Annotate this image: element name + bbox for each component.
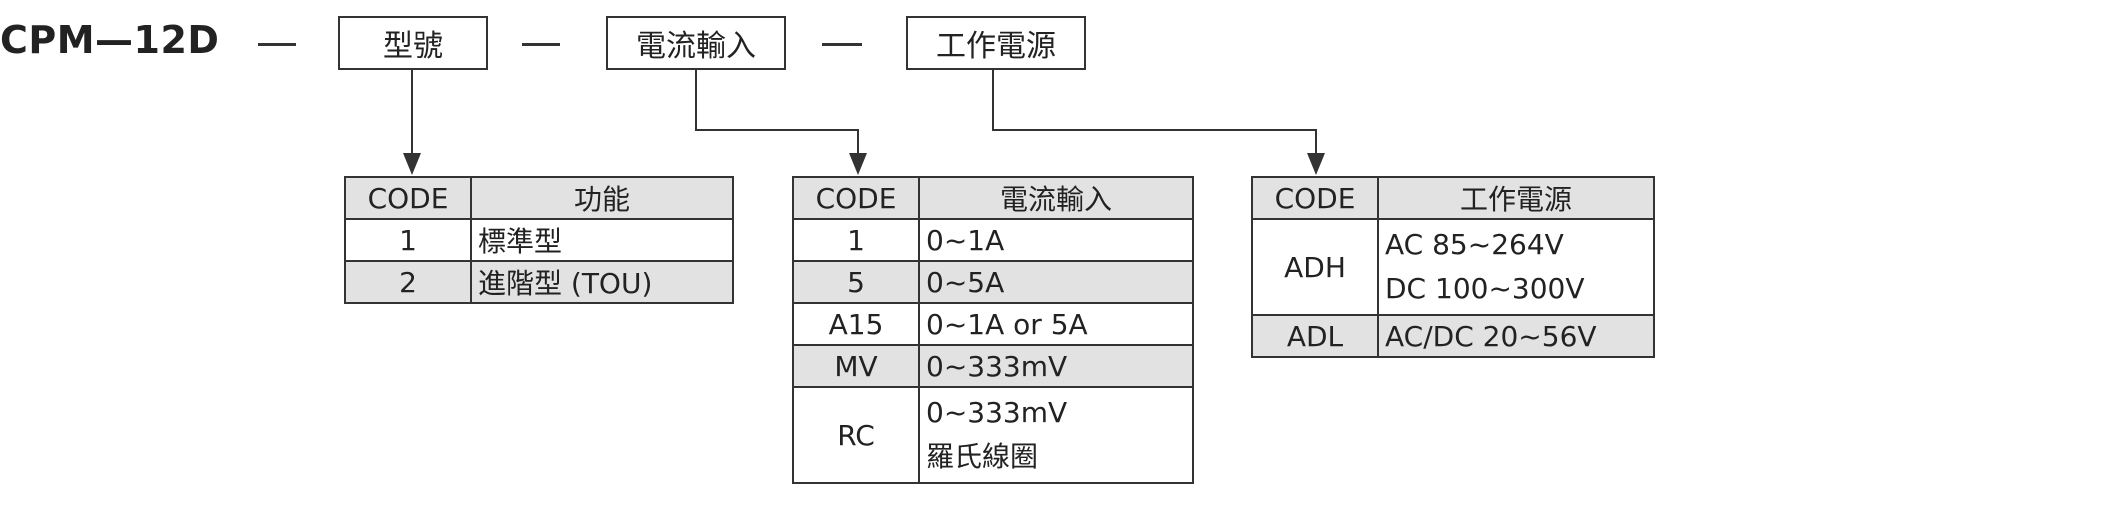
table-header-row: CODE 電流輸入 [792, 176, 1194, 220]
table-row: MV 0~333mV [792, 344, 1194, 388]
box-power-supply: 工作電源 [906, 16, 1086, 70]
connector-power-supply [992, 70, 1317, 157]
row-code: 2 [344, 260, 472, 304]
arrow-down-icon [403, 153, 421, 175]
arrow-down-icon [849, 153, 867, 175]
row-desc: 標準型 [470, 218, 734, 262]
table-header-row: CODE 功能 [344, 176, 734, 220]
row-desc: 0~1A [918, 218, 1194, 262]
separator-dash [258, 43, 296, 46]
row-desc: 進階型 (TOU) [470, 260, 734, 304]
table-row: ADH AC 85~264V DC 100~300V [1251, 218, 1655, 316]
row-code: 5 [792, 260, 920, 304]
row-code: ADH [1251, 218, 1379, 316]
header-function: 功能 [470, 176, 734, 220]
power-supply-table: CODE 工作電源 ADH AC 85~264V DC 100~300V ADL… [1251, 176, 1655, 358]
row-code: A15 [792, 302, 920, 346]
box-model-type: 型號 [338, 16, 488, 70]
row-desc: 0~333mV [918, 344, 1194, 388]
row-desc: AC 85~264V DC 100~300V [1377, 218, 1655, 316]
header-code: CODE [792, 176, 920, 220]
row-desc-line: AC 85~264V [1385, 228, 1564, 261]
table-header-row: CODE 工作電源 [1251, 176, 1655, 220]
current-input-table: CODE 電流輸入 1 0~1A 5 0~5A A15 0~1A or 5A M… [792, 176, 1194, 484]
row-desc: 0~5A [918, 260, 1194, 304]
row-desc-line: 0~333mV [926, 396, 1068, 429]
table-row: 1 標準型 [344, 218, 734, 262]
row-code: ADL [1251, 314, 1379, 358]
table-row: ADL AC/DC 20~56V [1251, 314, 1655, 358]
row-desc-line: 羅氏線圈 [926, 440, 1039, 473]
separator-dash [822, 43, 862, 46]
table-row: RC 0~333mV 羅氏線圈 [792, 386, 1194, 484]
table-row: A15 0~1A or 5A [792, 302, 1194, 346]
row-code: RC [792, 386, 920, 484]
row-code: 1 [792, 218, 920, 262]
header-code: CODE [1251, 176, 1379, 220]
function-table: CODE 功能 1 標準型 2 進階型 (TOU) [344, 176, 734, 304]
row-desc: AC/DC 20~56V [1377, 314, 1655, 358]
row-desc: 0~1A or 5A [918, 302, 1194, 346]
row-code: MV [792, 344, 920, 388]
model-code: CPM—12D [0, 18, 220, 62]
table-row: 1 0~1A [792, 218, 1194, 262]
connector-current-input [695, 70, 859, 157]
table-row: 5 0~5A [792, 260, 1194, 304]
header-current-input: 電流輸入 [918, 176, 1194, 220]
box-current-input: 電流輸入 [606, 16, 786, 70]
row-code: 1 [344, 218, 472, 262]
header-code: CODE [344, 176, 472, 220]
row-desc: 0~333mV 羅氏線圈 [918, 386, 1194, 484]
arrow-down-icon [1307, 153, 1325, 175]
separator-dash [522, 43, 560, 46]
table-row: 2 進階型 (TOU) [344, 260, 734, 304]
header-power-supply: 工作電源 [1377, 176, 1655, 220]
row-desc-line: DC 100~300V [1385, 272, 1585, 305]
